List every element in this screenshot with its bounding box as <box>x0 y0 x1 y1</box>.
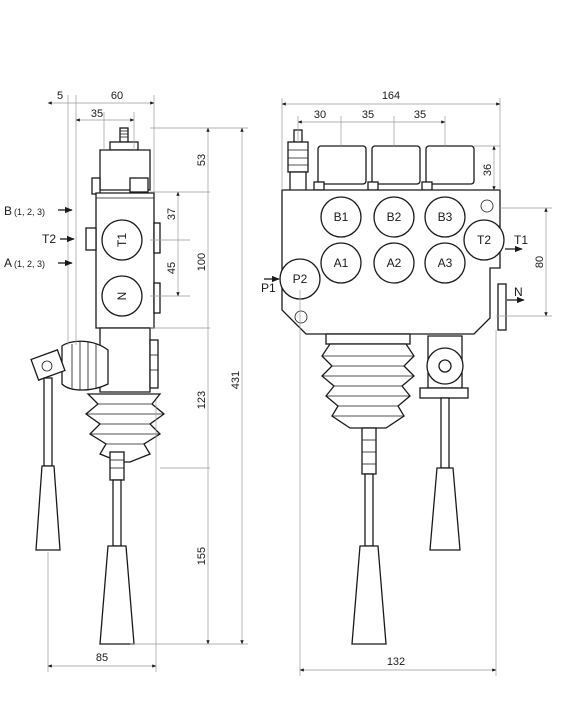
front-port-a1-label: A1 <box>334 256 349 270</box>
side-port-n <box>101 275 143 317</box>
dim-164: 164 <box>382 90 400 102</box>
side-pin <box>30 349 66 381</box>
front-port-a2-label: A2 <box>387 256 402 270</box>
front-port-a1 <box>320 242 362 284</box>
front-main-rod <box>364 473 374 547</box>
side-coupling <box>109 451 125 481</box>
front-view-labels: P1 T1 N <box>261 233 528 304</box>
dim-37: 37 <box>166 208 178 220</box>
front-port-b1-label: B1 <box>334 210 349 224</box>
dim-155: 155 <box>196 547 208 565</box>
front-secondary-grip <box>429 467 461 551</box>
side-bellows <box>84 393 166 463</box>
front-port-p2-label: P2 <box>293 272 308 286</box>
front-view: B1 B2 B3 A1 A2 A3 T2 P2 <box>279 129 507 645</box>
dim-36: 36 <box>482 164 494 176</box>
label-t2-side: T2 <box>42 232 56 246</box>
dimensions: 5 60 35 53 37 100 45 123 431 155 85 <box>47 90 552 676</box>
dim-100: 100 <box>196 253 208 271</box>
side-view: T1 N <box>30 127 166 645</box>
side-port-t1-label: T1 <box>115 233 129 247</box>
dim-123: 123 <box>196 391 208 409</box>
label-a: A(1, 2, 3) <box>4 256 45 270</box>
side-port-t1 <box>101 219 143 261</box>
side-stud <box>119 127 129 143</box>
front-main-grip <box>351 545 387 645</box>
side-view-labels: B(1, 2, 3) T2 A(1, 2, 3) <box>4 204 75 270</box>
front-port-a2 <box>373 242 415 284</box>
side-main-rod <box>112 479 122 547</box>
front-port-b1 <box>320 196 362 238</box>
front-port-b3 <box>424 196 466 238</box>
dim-35-mid: 35 <box>362 109 374 121</box>
front-mount-hole-2 <box>294 310 308 324</box>
dim-53: 53 <box>196 154 208 166</box>
dim-60: 60 <box>111 90 123 102</box>
side-t2-port <box>85 227 97 251</box>
label-b: B(1, 2, 3) <box>4 204 45 218</box>
front-port-a3 <box>424 242 466 284</box>
front-caps <box>313 145 475 191</box>
dim-45: 45 <box>166 262 178 274</box>
front-stud-block <box>287 141 309 173</box>
dim-35-left: 35 <box>91 108 103 120</box>
front-coupling <box>361 427 377 475</box>
front-mount-hole-1 <box>480 199 494 213</box>
dim-30: 30 <box>314 109 326 121</box>
side-port-n-label: N <box>115 292 129 301</box>
front-port-b2-label: B2 <box>387 210 402 224</box>
front-port-a3-label: A3 <box>438 256 453 270</box>
side-main-grip <box>99 545 135 645</box>
dim-35-right: 35 <box>414 109 426 121</box>
front-port-b2 <box>373 196 415 238</box>
front-port-t2-label: T2 <box>477 233 491 247</box>
side-joint-knob <box>61 340 109 391</box>
dim-132: 132 <box>387 656 405 668</box>
dim-85: 85 <box>96 652 108 664</box>
label-p1: P1 <box>261 281 276 295</box>
dim-431: 431 <box>230 371 242 389</box>
label-t1: T1 <box>514 233 528 247</box>
front-port-t2 <box>463 219 505 261</box>
dim-5: 5 <box>57 90 63 102</box>
front-secondary-rod <box>440 397 450 469</box>
front-port-b3-label: B3 <box>438 210 453 224</box>
label-n: N <box>514 285 523 299</box>
front-secondary-collar <box>419 387 469 399</box>
dim-80: 80 <box>534 256 546 268</box>
front-bellows-base <box>325 333 411 345</box>
side-lever-rod <box>43 377 53 467</box>
front-n-port <box>497 283 507 331</box>
side-lever-grip <box>35 465 61 551</box>
